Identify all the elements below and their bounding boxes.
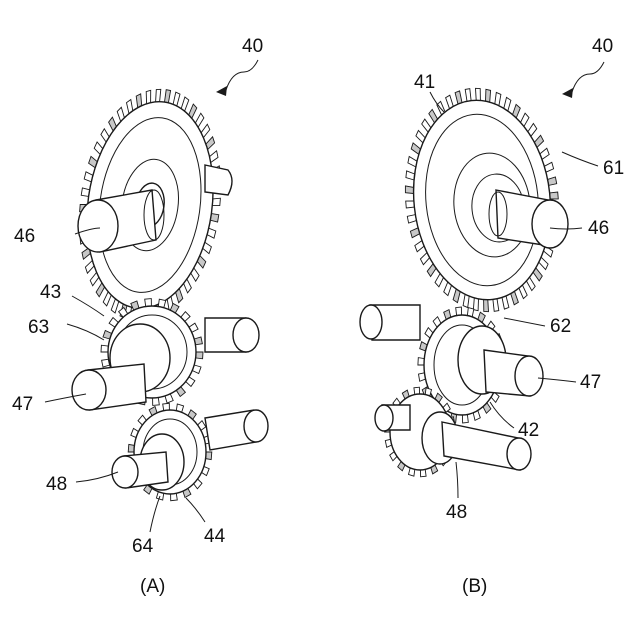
- label-40-a: 40: [242, 36, 263, 57]
- gear-tooth: [101, 345, 108, 352]
- label-47-a: 47: [12, 394, 33, 415]
- gear-tooth: [153, 398, 160, 406]
- label-42-b: 42: [518, 420, 539, 441]
- label-47-b: 47: [580, 372, 601, 393]
- shaft-48-a: [112, 452, 168, 488]
- label-44-a: 44: [204, 526, 226, 547]
- label-64-a: 64: [132, 536, 154, 557]
- label-46-b: 46: [588, 218, 609, 239]
- panel-b: 40 41 61 46 62 47 42 48 (B): [360, 36, 624, 597]
- label-46-a: 46: [14, 226, 35, 247]
- gear-tooth: [145, 299, 152, 307]
- label-40-b: 40: [592, 36, 613, 57]
- gear-tooth: [493, 299, 499, 312]
- gear-tooth: [476, 88, 481, 100]
- gear-tooth: [405, 186, 413, 194]
- label-61-b: 61: [603, 158, 624, 179]
- gear-tooth: [463, 415, 469, 424]
- caption-b: (B): [462, 576, 487, 597]
- shaft-47-a: [72, 364, 146, 410]
- label-43-a: 43: [40, 282, 61, 303]
- gear-tooth: [465, 89, 471, 102]
- caption-a: (A): [140, 576, 165, 597]
- shaft-47-b: [484, 350, 543, 396]
- gear-tooth: [486, 89, 491, 102]
- panel-a: 40 46 43 63 47 48 64 44 (A): [12, 36, 268, 597]
- label-63-a: 63: [28, 317, 49, 338]
- gear-tooth: [455, 91, 462, 104]
- label-41-b: 41: [414, 72, 435, 93]
- gear-tooth: [173, 92, 180, 106]
- gear-tooth: [456, 307, 462, 316]
- gear-tooth: [165, 90, 171, 103]
- label-48-b: 48: [446, 502, 467, 523]
- label-62-b: 62: [550, 316, 571, 337]
- label-48-a: 48: [46, 474, 67, 495]
- gear-tooth: [550, 192, 559, 199]
- gear-tooth: [484, 300, 489, 312]
- gear-tooth: [502, 296, 509, 309]
- gear-tooth: [146, 90, 151, 104]
- gear-tooth: [196, 352, 203, 359]
- gear-tooth: [156, 89, 161, 102]
- gear-tooth: [406, 201, 415, 208]
